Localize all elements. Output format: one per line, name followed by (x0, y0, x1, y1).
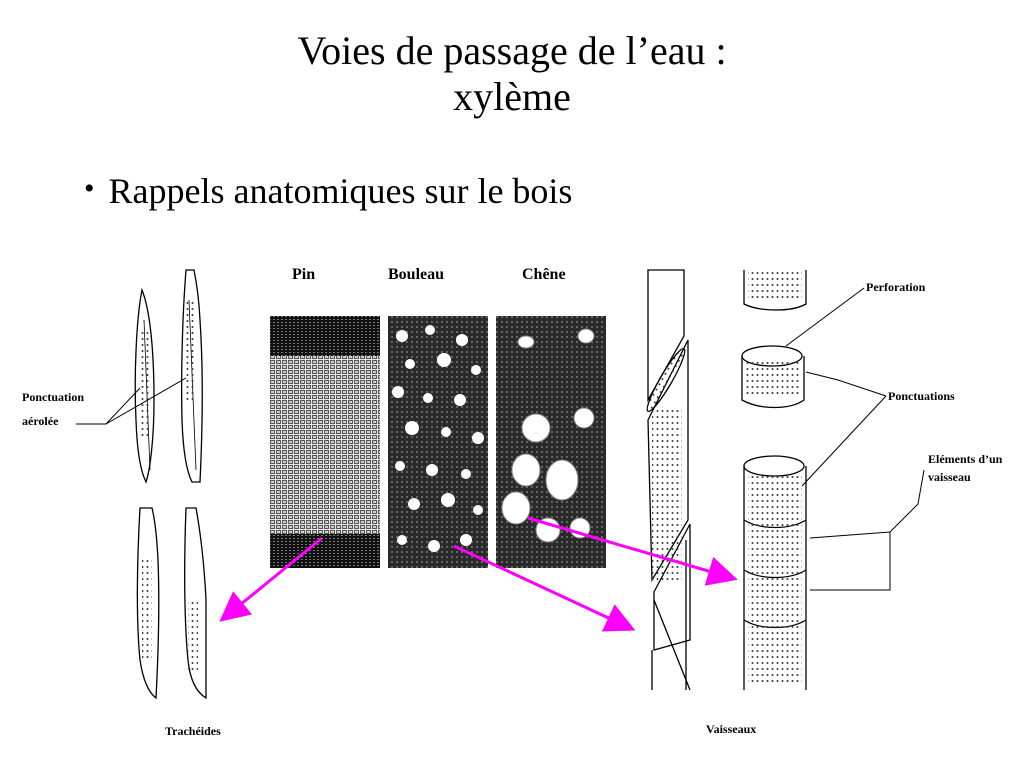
slide-title: Voies de passage de l’eau : xylème (0, 28, 1024, 120)
label-aerolee: aérolée (22, 414, 59, 428)
bouleau-section (388, 316, 488, 568)
label-chene: Chêne (522, 266, 566, 283)
arrow-pin-to-tracheids (219, 536, 323, 622)
wood-sections (270, 316, 606, 568)
pin-section (270, 316, 380, 568)
label-elements: Eléments d’un (928, 452, 1003, 466)
slide-title-line1: Voies de passage de l’eau : (297, 28, 727, 73)
label-pin: Pin (292, 266, 316, 283)
label-ponctuation: Ponctuation (22, 390, 85, 404)
chene-vessels (501, 328, 595, 543)
bullet-item: • Rappels anatomiques sur le bois (84, 170, 572, 212)
bullet-text: Rappels anatomiques sur le bois (108, 171, 573, 211)
arrows (219, 516, 738, 632)
arrow-bouleau-to-vessels (453, 544, 636, 632)
label-vaisseau: vaisseau (928, 470, 971, 484)
label-bouleau: Bouleau (388, 266, 445, 283)
label-perforation: Perforation (866, 280, 926, 294)
caption-vaisseaux: Vaisseaux (706, 722, 757, 736)
slide-title-line2: xylème (453, 74, 571, 119)
label-ponctuations: Ponctuations (888, 389, 955, 403)
tracheids-drawing (76, 269, 207, 700)
bouleau-vessels (392, 325, 484, 552)
vessels-drawing (646, 269, 925, 691)
bullet-marker: • (84, 172, 95, 205)
arrow-chene-to-vessels (527, 516, 738, 586)
caption-tracheides: Trachéides (165, 724, 221, 738)
